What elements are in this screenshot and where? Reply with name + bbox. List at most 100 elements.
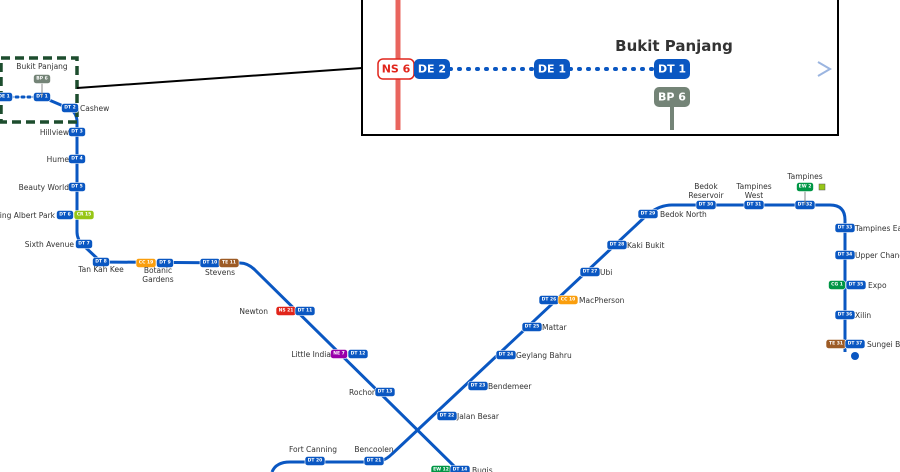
station-code-badge: DT 6 (56, 210, 74, 220)
station-label: Geylang Bahru (516, 351, 572, 360)
station-label: Bugis (472, 466, 493, 472)
station-label: Newton (239, 307, 268, 316)
svg-text:DT 23: DT 23 (471, 383, 486, 389)
station-code-badge: DT 31 (743, 200, 765, 210)
station-code-badge: DE 1 (0, 92, 13, 102)
station-code-badge: CC 10 (557, 295, 579, 305)
svg-text:NS 6: NS 6 (382, 63, 411, 76)
svg-text:EW 12: EW 12 (433, 467, 449, 472)
svg-text:DT 36: DT 36 (838, 312, 853, 318)
svg-text:DT 2: DT 2 (64, 105, 76, 111)
inset-highlight-box (0, 56, 363, 124)
station-code-badge: DT 22 (436, 411, 458, 421)
svg-text:CG 1: CG 1 (831, 282, 843, 288)
station-label: Tampines East (854, 224, 900, 233)
svg-text:DE 1: DE 1 (0, 94, 10, 100)
station-label: Bencoolen (354, 445, 394, 454)
station-code-badge: DT 27 (579, 267, 601, 277)
svg-text:DT 29: DT 29 (641, 211, 656, 217)
station-bedok-north[interactable]: DT 29 Bedok North (637, 209, 707, 220)
svg-text:BP 6: BP 6 (36, 76, 47, 82)
station-label: Stevens (205, 268, 235, 277)
inset-badge-dt1: DT 1 (654, 59, 690, 79)
svg-text:NS 21: NS 21 (279, 308, 294, 314)
station-code-badge: EW 2 (796, 182, 814, 192)
station-bugis[interactable]: EW 12 DT 14 Bugis (430, 465, 493, 472)
station-label: Reservoir (688, 191, 724, 200)
inset-badge-bp6: BP 6 (654, 87, 690, 107)
station-code-badge: DT 35 (845, 280, 867, 290)
station-label: Bedok North (660, 210, 707, 219)
station-label: Hillview (40, 128, 69, 137)
inset-panel: Bukit Panjang NS 6 DE 2 DE 1 DT 1 BP 6 (361, 0, 839, 136)
station-code-badge: DT 13 (374, 387, 396, 397)
svg-text:DT 9: DT 9 (159, 260, 171, 266)
station-label: Tampines (786, 172, 822, 181)
svg-text:DT 22: DT 22 (440, 413, 455, 419)
station-label: Ubi (600, 268, 612, 277)
station-label: West (745, 191, 763, 200)
station-code-badge: CR 15 (73, 210, 95, 220)
station-label: Little India (291, 350, 331, 359)
station-code-badge: TE 11 (218, 258, 240, 268)
svg-text:DT 30: DT 30 (699, 202, 714, 208)
station-label: Bukit Panjang (16, 62, 68, 71)
station-code-badge: DT 28 (606, 240, 628, 250)
svg-text:DT 4: DT 4 (71, 156, 83, 162)
svg-text:CC 10: CC 10 (561, 297, 575, 303)
svg-text:BP 6: BP 6 (658, 91, 686, 104)
station-code-badge: DT 29 (637, 209, 659, 219)
inset-title: Bukit Panjang (615, 37, 733, 55)
station-label: Bendemeer (488, 382, 532, 391)
station-label: Kaki Bukit (627, 241, 665, 250)
svg-text:DT 28: DT 28 (610, 242, 625, 248)
station-label: Tan Kah Kee (77, 265, 124, 274)
station-code-badge: DT 30 (695, 200, 717, 210)
station-code-badge: BP 6 (33, 74, 51, 84)
svg-text:DE 2: DE 2 (418, 63, 446, 76)
dtl-route (2, 95, 847, 472)
station-code-badge: DT 4 (68, 154, 86, 164)
station-code-badge: EW 12 (430, 465, 452, 472)
station-label: Botanic (144, 266, 172, 275)
svg-text:NE 7: NE 7 (333, 351, 345, 357)
arrow-icon (817, 61, 832, 77)
station-code-badge: DT 7 (75, 239, 93, 249)
svg-text:DT 26: DT 26 (542, 297, 557, 303)
station-label: Hume (47, 155, 70, 164)
station-label: Gardens (142, 275, 173, 284)
svg-text:DT 24: DT 24 (499, 352, 514, 358)
svg-text:DT 14: DT 14 (453, 467, 468, 472)
